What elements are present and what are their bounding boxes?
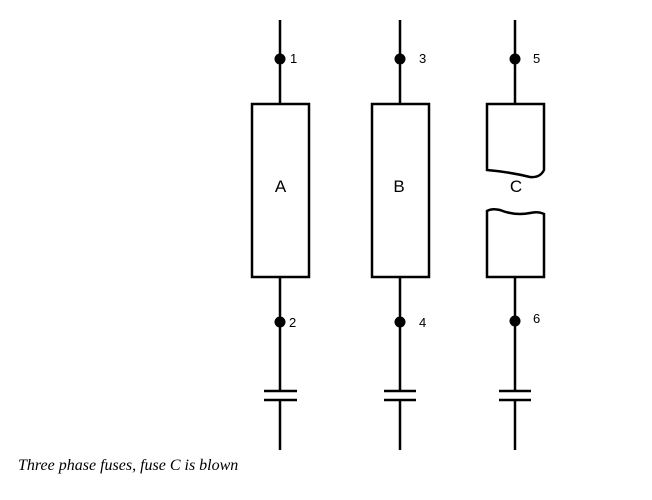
fuse-a-branch: 1 A 2 [250, 20, 311, 450]
fuse-c-label: C [510, 177, 522, 196]
terminal-2-label: 2 [289, 315, 296, 330]
figure-caption: Three phase fuses, fuse C is blown [18, 457, 239, 474]
terminal-2-dot [274, 316, 286, 328]
fuse-a-capacitor-symbol [264, 389, 297, 402]
terminal-3-dot [394, 53, 406, 65]
terminal-4-dot [394, 316, 406, 328]
terminal-5-label: 5 [533, 51, 540, 66]
fuse-c-capacitor-symbol [499, 389, 531, 402]
terminal-1-dot [274, 53, 286, 65]
fuse-c-upper-fragment [485, 102, 546, 179]
fuse-b-capacitor-symbol [384, 389, 416, 402]
terminal-6-dot [509, 315, 521, 327]
terminal-6-label: 6 [533, 311, 540, 326]
terminal-4-label: 4 [419, 315, 426, 330]
fuse-c-branch: 5 C 6 [485, 20, 546, 450]
fuse-c-lower-fragment [485, 207, 546, 279]
fuse-b-branch: 3 B 4 [370, 20, 431, 450]
terminal-1-label: 1 [290, 51, 297, 66]
fuse-b-label: B [393, 177, 404, 196]
fuse-a-label: A [275, 177, 287, 196]
terminal-3-label: 3 [419, 51, 426, 66]
terminal-5-dot [509, 53, 521, 65]
